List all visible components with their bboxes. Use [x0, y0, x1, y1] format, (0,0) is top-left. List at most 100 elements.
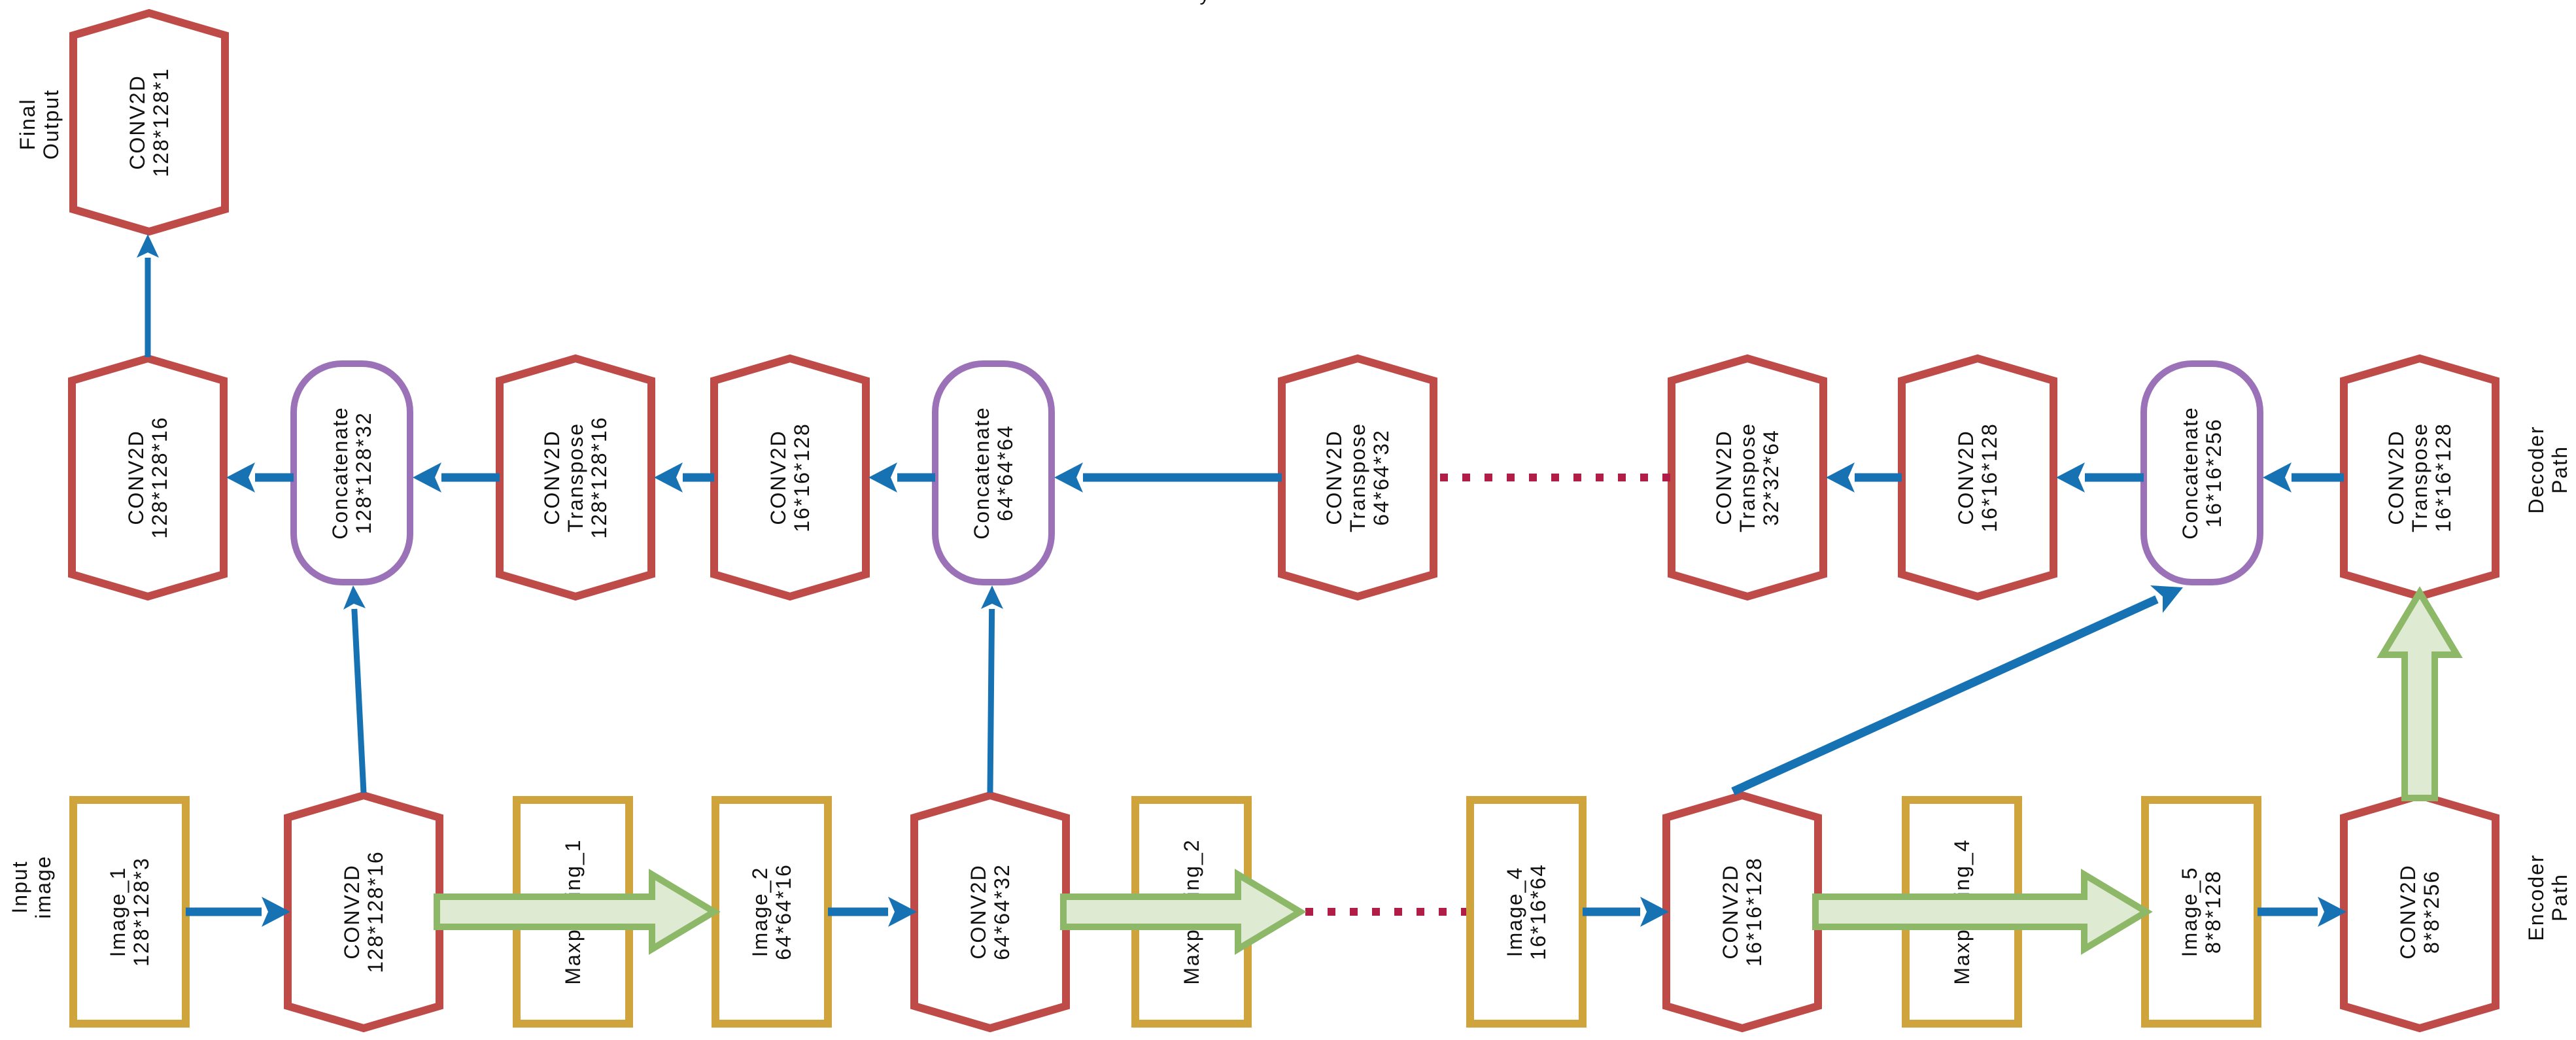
arrow-head — [343, 585, 366, 610]
final-output-conv: CONV2D128*128*1 — [69, 9, 229, 236]
green-arrow-maxpool1 — [434, 869, 721, 955]
label-input-image: Inputimage — [8, 855, 55, 918]
node-label: Image_264*64*16 — [748, 863, 795, 960]
arrow-image2-to-conv2 — [828, 897, 917, 927]
label-encoder-path: EncoderPath — [2524, 854, 2571, 941]
rect-shape — [712, 796, 832, 1028]
node-label: CONV2D128*128*16 — [124, 416, 171, 538]
encoder-conv2d-1: CONV2D128*128*16 — [284, 791, 443, 1033]
arrow-head — [226, 462, 255, 493]
node-label: CONV2D128*128*16 — [340, 850, 387, 973]
concatenate-2: Concatenate64*64*64 — [932, 360, 1055, 585]
encoder-conv2d-4: CONV2D8*8*256 — [2340, 791, 2499, 1033]
arrow-head — [2318, 897, 2346, 927]
arrow-shaft — [987, 608, 995, 793]
arrow-image5-to-conv4 — [2258, 897, 2346, 927]
arrow-head — [137, 234, 159, 258]
arrow-head — [981, 585, 1003, 609]
concatenate-3: Concatenate16*16*256 — [2140, 360, 2263, 585]
hexagon-shape — [2340, 791, 2499, 1033]
node-label: Concatenate128*128*32 — [328, 406, 375, 539]
node-label: Image_58*8*128 — [2178, 867, 2225, 958]
node-label: CONV2D8*8*256 — [2396, 864, 2443, 959]
label-decoder-path: DecoderPath — [2524, 426, 2571, 514]
node-label: Concatenate64*64*64 — [970, 406, 1017, 539]
skip-connection-3 — [1731, 585, 2183, 795]
decoder-convtranspose-1: CONV2DTranspose128*128*16 — [496, 354, 655, 601]
arrow-conv1-to-final-output — [137, 234, 159, 357]
concatenate-1: Concatenate128*128*32 — [290, 360, 413, 585]
arrow-shaft — [351, 608, 367, 793]
label-final-output: FinalOutput — [16, 89, 63, 160]
stray-character: y — [1200, 0, 1211, 5]
capsule-shape — [290, 360, 413, 585]
encoder-conv2d-3: CONV2D16*16*128 — [1662, 791, 1822, 1033]
encoder-image-1: Image_1128*128*3 — [69, 796, 190, 1028]
node-label: EncoderPath — [2524, 854, 2571, 941]
hexagon-shape — [910, 791, 1070, 1033]
hexagon-shape — [68, 354, 228, 601]
node-label: FinalOutput — [16, 89, 63, 160]
node-label: CONV2D16*16*128 — [1719, 857, 1766, 966]
arrow-concat2-to-conv2 — [868, 462, 935, 493]
arrow-conv3-to-convtranspose3 — [1826, 462, 1902, 493]
node-label: CONV2DTranspose128*128*16 — [540, 416, 611, 538]
encoder-image-5: Image_58*8*128 — [2141, 796, 2261, 1028]
green-arrow-bottleneck — [2377, 586, 2463, 801]
node-label: Inputimage — [8, 855, 55, 918]
green-block-arrow — [1060, 869, 1307, 955]
decoder-conv2d-3: CONV2D16*16*128 — [1898, 354, 2057, 601]
node-label: CONV2D64*64*32 — [967, 863, 1014, 960]
encoder-conv2d-2: CONV2D64*64*32 — [910, 791, 1070, 1033]
decoder-conv2d-1: CONV2D128*128*16 — [68, 354, 228, 601]
arrow-head — [868, 462, 897, 493]
node-label: Image_416*16*64 — [1503, 863, 1550, 960]
arrow-image1-to-conv1 — [186, 897, 290, 927]
rect-shape — [2141, 796, 2261, 1028]
arrow-concat1-to-conv1 — [226, 462, 294, 493]
green-arrow-maxpool2 — [1060, 869, 1307, 955]
decoder-convtranspose-2: CONV2DTranspose64*64*32 — [1278, 354, 1437, 601]
node-label: CONV2DTranspose32*32*64 — [1712, 423, 1783, 532]
arrow-head — [262, 897, 290, 927]
decoder-convtranspose-4: CONV2DTranspose16*16*128 — [2340, 354, 2499, 601]
arrow-head — [1640, 897, 1669, 927]
hexagon-shape — [284, 791, 443, 1033]
node-label: y — [1200, 0, 1211, 5]
capsule-shape — [2140, 360, 2263, 585]
arrow-conv2-to-convtranspose1 — [654, 462, 714, 493]
hexagon-shape — [1278, 354, 1437, 601]
capsule-shape — [932, 360, 1055, 585]
node-label: CONV2D128*128*1 — [126, 67, 173, 177]
hexagon-shape — [69, 9, 229, 236]
arrow-head — [1054, 462, 1083, 493]
hexagon-shape — [496, 354, 655, 601]
node-label: CONV2DTranspose16*16*128 — [2384, 423, 2455, 532]
encoder-image-4: Image_416*16*64 — [1466, 796, 1587, 1028]
arrow-convtranspose2-to-concat2 — [1054, 462, 1282, 493]
hexagon-shape — [1898, 354, 2057, 601]
green-block-arrow — [434, 869, 721, 955]
green-arrow-maxpool4 — [1812, 869, 2153, 955]
hexagon-shape — [1668, 354, 1827, 601]
arrow-concat3-to-conv3 — [2056, 462, 2144, 493]
arrow-convtranspose1-to-concat1 — [413, 462, 500, 493]
decoder-convtranspose-3: CONV2DTranspose32*32*64 — [1668, 354, 1827, 601]
arrow-convtranspose4-to-concat3 — [2263, 462, 2344, 493]
node-label: CONV2DTranspose64*64*32 — [1322, 423, 1393, 532]
arrow-head — [654, 462, 683, 493]
node-label: CONV2D16*16*128 — [1954, 423, 2001, 532]
hexagon-shape — [710, 354, 870, 601]
arrow-head — [888, 897, 917, 927]
node-label: CONV2D16*16*128 — [766, 423, 814, 532]
green-block-arrow — [2377, 586, 2463, 801]
hexagon-shape — [1662, 791, 1822, 1033]
arrow-head — [2263, 462, 2292, 493]
encoder-image-2: Image_264*64*16 — [712, 796, 832, 1028]
arrow-head — [413, 462, 441, 493]
arrow-shaft — [1731, 595, 2159, 795]
decoder-conv2d-2: CONV2D16*16*128 — [710, 354, 870, 601]
arrow-image4-to-conv3 — [1583, 897, 1669, 927]
arrow-head — [2056, 462, 2085, 493]
